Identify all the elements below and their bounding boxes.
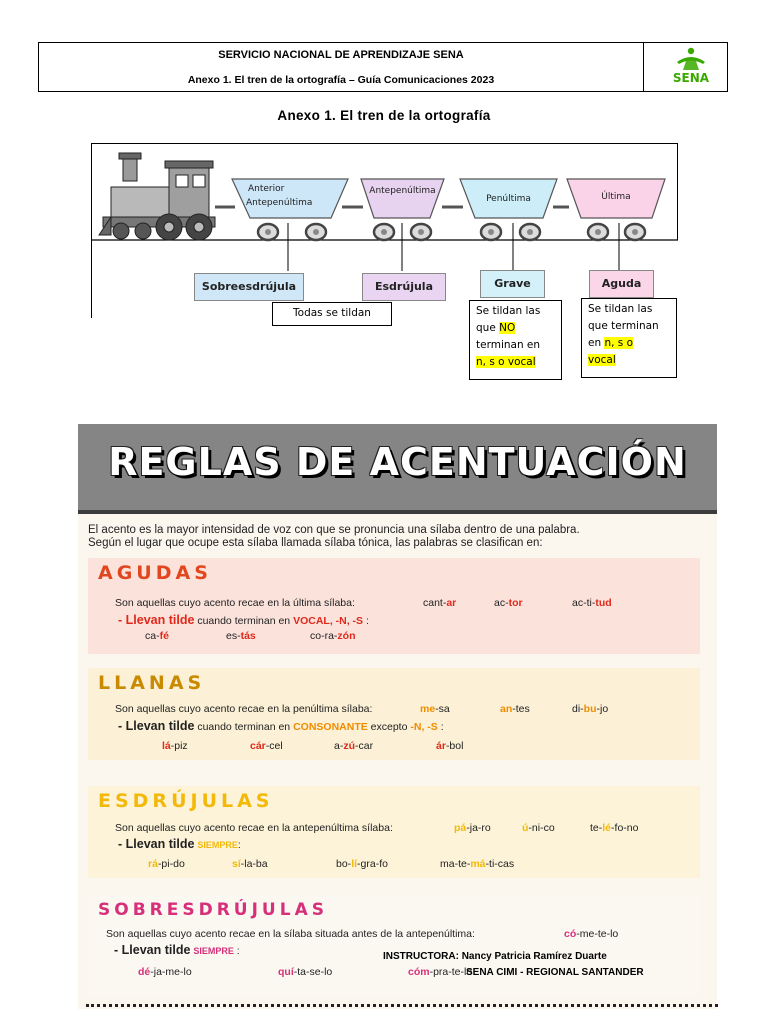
sobresdrujulas-tilde-example: cóm-pra-te-lo xyxy=(408,966,473,978)
agudas-example: ac-tor xyxy=(494,597,523,609)
wagon-4 xyxy=(566,178,666,219)
sobresdrujulas-tilde-example: dé-ja-me-lo xyxy=(138,966,192,978)
card-agudas: AGUDAS Son aquellas cuyo acento recae en… xyxy=(88,558,700,654)
accent-rules-panel: REGLAS DE ACENTUACIÓN El acento es la ma… xyxy=(78,424,717,1009)
wagon-2 xyxy=(360,178,445,219)
agudas-tilde-example: es-tás xyxy=(226,630,256,642)
sobresdrujulas-title: SOBRESDRÚJULAS xyxy=(98,900,328,920)
wagon-label-antepenultima: Antepenúltima xyxy=(369,186,436,196)
wagon-3 xyxy=(459,178,558,219)
document-header: SERVICIO NACIONAL DE APRENDIZAJE SENA An… xyxy=(38,42,728,92)
llanas-title: LLANAS xyxy=(98,672,206,694)
type-sobreesdrujula: Sobreesdrújula xyxy=(194,273,304,301)
llanas-example: di-bu-jo xyxy=(572,703,609,715)
train-drawing xyxy=(91,143,678,318)
llanas-tilde-example: lá-piz xyxy=(162,740,188,752)
note-todas-se-tildan: Todas se tildan xyxy=(272,302,392,326)
header-subtitle: Anexo 1. El tren de la ortografía – Guía… xyxy=(187,74,495,86)
esdrujulas-tilde-example: bo-lí-gra-fo xyxy=(336,858,388,870)
instructor-credit: INSTRUCTORA: Nancy Patricia Ramírez Duar… xyxy=(383,951,607,962)
esdrujulas-example: pá-ja-ro xyxy=(454,822,491,834)
banner-shadow xyxy=(78,510,717,514)
esdrujulas-tilde-example: ma-te-má-ti-cas xyxy=(440,858,515,870)
wagon-label-anterior: Anterior Antepenúltima xyxy=(246,184,313,208)
sena-logo: SENA xyxy=(673,47,710,85)
rules-banner-title: REGLAS DE ACENTUACIÓN xyxy=(108,440,687,484)
llanas-tilde-example: a-zú-car xyxy=(334,740,374,752)
llanas-rule: - Llevan tilde cuando terminan en CONSON… xyxy=(118,719,444,733)
train-diagram: Anterior Antepenúltima Antepenúltima Pen… xyxy=(91,143,678,383)
regional-credit: SENA CIMI - REGIONAL SANTANDER xyxy=(466,967,644,978)
llanas-description: Son aquellas cuyo acento recae en la pen… xyxy=(115,703,373,715)
agudas-example: ac-ti-tud xyxy=(572,597,612,609)
agudas-tilde-example: co-ra-zón xyxy=(310,630,356,642)
sobresdrujulas-description: Son aquellas cuyo acento recae en la síl… xyxy=(106,928,475,940)
wagon-label-penultima: Penúltima xyxy=(486,194,531,204)
intro-line-2: Según el lugar que ocupe esta sílaba lla… xyxy=(88,537,543,549)
card-llanas: LLANAS Son aquellas cuyo acento recae en… xyxy=(88,668,700,760)
note-aguda: Se tildan las que terminan en n, s o voc… xyxy=(581,298,677,378)
esdrujulas-title: ESDRÚJULAS xyxy=(98,790,274,812)
dotted-divider xyxy=(86,1004,718,1007)
llanas-tilde-example: ár-bol xyxy=(436,740,464,752)
esdrujulas-example: ú-ni-co xyxy=(522,822,555,834)
agudas-rule: - Llevan tilde cuando terminan en VOCAL,… xyxy=(118,613,369,627)
locomotive-icon xyxy=(98,152,216,241)
intro-line-1: El acento es la mayor intensidad de voz … xyxy=(88,524,580,536)
page-title: Anexo 1. El tren de la ortografía xyxy=(277,108,491,123)
wagon-label-ultima: Última xyxy=(601,192,631,202)
agudas-example: cant-ar xyxy=(423,597,457,609)
note-grave: Se tildan las que NO terminan en n, s o … xyxy=(469,300,562,380)
llanas-tilde-example: cár-cel xyxy=(250,740,283,752)
esdrujulas-tilde-example: sí-la-ba xyxy=(232,858,268,870)
llanas-example: me-sa xyxy=(420,703,450,715)
institution-name: SERVICIO NACIONAL DE APRENDIZAJE SENA xyxy=(218,49,464,61)
wagon-1 xyxy=(231,178,349,219)
llanas-example: an-tes xyxy=(500,703,530,715)
agudas-title: AGUDAS xyxy=(98,562,212,584)
type-grave: Grave xyxy=(480,270,545,298)
header-text-cell: SERVICIO NACIONAL DE APRENDIZAJE SENA An… xyxy=(39,43,644,91)
card-esdrujulas: ESDRÚJULAS Son aquellas cuyo acento reca… xyxy=(88,786,700,878)
rules-banner: REGLAS DE ACENTUACIÓN xyxy=(78,424,717,510)
sobresdrujulas-rule: - Llevan tilde SIEMPRE : xyxy=(114,943,240,957)
type-aguda: Aguda xyxy=(589,270,654,298)
esdrujulas-description: Son aquellas cuyo acento recae en la ant… xyxy=(115,822,393,834)
card-sobresdrujulas: SOBRESDRÚJULAS Son aquellas cuyo acento … xyxy=(88,896,700,996)
esdrujulas-rule: - Llevan tilde SIEMPRE: xyxy=(118,837,241,851)
logo-text: SENA xyxy=(673,71,710,85)
sobresdrujulas-example: có-me-te-lo xyxy=(564,928,619,940)
agudas-description: Son aquellas cuyo acento recae en la últ… xyxy=(115,597,355,609)
sobresdrujulas-tilde-example: quí-ta-se-lo xyxy=(278,966,333,978)
agudas-tilde-example: ca-fé xyxy=(145,630,169,642)
type-esdrujula: Esdrújula xyxy=(362,273,446,301)
esdrujulas-tilde-example: rá-pi-do xyxy=(148,858,185,870)
esdrujulas-example: te-lé-fo-no xyxy=(590,822,639,834)
